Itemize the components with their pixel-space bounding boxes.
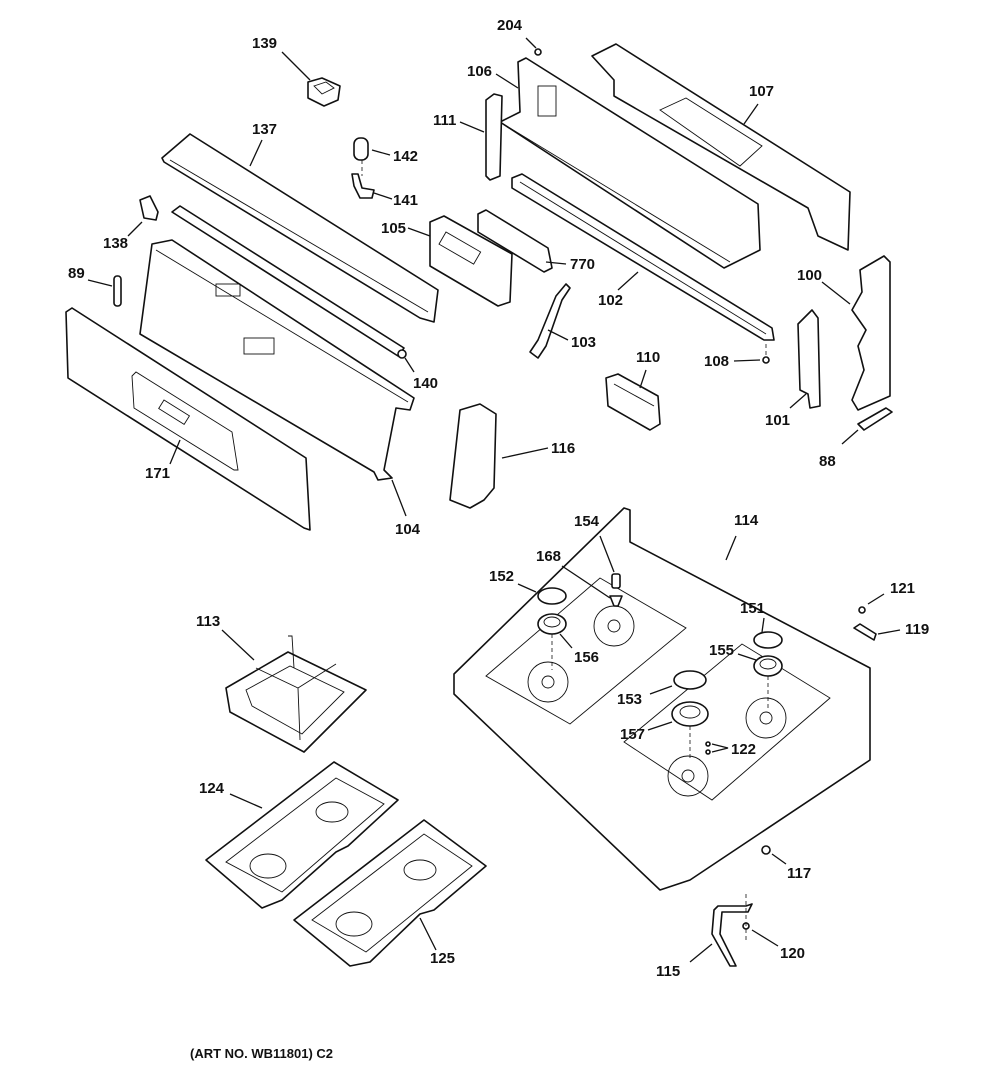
part-107-vent-cover[interactable] [591, 43, 851, 251]
part-103-brace[interactable] [529, 283, 571, 359]
part-171-control-panel-glass[interactable] [65, 307, 311, 531]
part-125-drip-pan-right[interactable] [293, 819, 487, 967]
label-89: 89 [68, 265, 85, 282]
label-141: 141 [393, 192, 418, 209]
label-101: 101 [765, 412, 790, 429]
label-142: 142 [393, 148, 418, 165]
part-110-spark-module[interactable] [605, 369, 661, 431]
label-116: 116 [551, 440, 575, 457]
part-108-screw[interactable] [733, 344, 770, 364]
part-113-grate[interactable] [221, 629, 367, 753]
part-101-right-bracket[interactable] [789, 309, 821, 409]
part-142-knob-cap[interactable] [353, 137, 391, 161]
label-124: 124 [199, 780, 225, 797]
part-152-burner-cap[interactable] [517, 583, 567, 605]
label-102: 102 [598, 292, 623, 309]
label-115: 115 [656, 963, 680, 980]
label-121: 121 [890, 580, 915, 597]
part-138-end-bracket[interactable] [127, 195, 159, 237]
label-138: 138 [103, 235, 128, 252]
label-156: 156 [574, 649, 599, 666]
label-107: 107 [749, 83, 774, 100]
label-155: 155 [709, 642, 734, 659]
label-137: 137 [252, 121, 277, 138]
label-120: 120 [780, 945, 805, 962]
part-102-support-rail[interactable] [511, 173, 775, 341]
part-104-backsplash-housing[interactable] [139, 239, 415, 517]
part-155-burner-head[interactable] [737, 653, 783, 708]
part-204-screw[interactable] [525, 37, 542, 56]
label-108: 108 [704, 353, 729, 370]
part-88-end-cap-right[interactable] [841, 407, 893, 445]
label-204: 204 [497, 17, 523, 34]
label-117: 117 [787, 865, 811, 882]
part-770-control-overlay[interactable] [477, 209, 567, 273]
part-106-backsplash-rear[interactable] [495, 57, 761, 269]
label-770: 770 [570, 256, 595, 273]
part-114-cooktop[interactable] [453, 507, 871, 891]
part-157-burner-head-large[interactable] [647, 701, 709, 758]
part-115-anti-tip-rod[interactable] [689, 903, 753, 967]
label-152: 152 [489, 568, 514, 585]
part-137-trim-rail[interactable] [161, 133, 439, 323]
part-154-orifice[interactable] [599, 535, 621, 589]
label-100: 100 [797, 267, 822, 284]
label-168: 168 [536, 548, 561, 565]
label-139: 139 [252, 35, 277, 52]
part-105-electronic-control[interactable] [407, 215, 513, 307]
label-111: 111 [433, 112, 456, 129]
part-119-bracket[interactable] [853, 623, 901, 641]
label-88: 88 [819, 453, 836, 470]
label-114: 114 [734, 512, 759, 529]
part-151-burner-cap[interactable] [753, 617, 783, 649]
part-89-end-cap-left[interactable] [87, 275, 122, 307]
part-121-screw[interactable] [858, 593, 885, 614]
label-122: 122 [731, 741, 756, 758]
part-141-clip[interactable] [351, 160, 393, 200]
part-117-nut[interactable] [761, 845, 787, 865]
label-110: 110 [636, 349, 660, 366]
part-100-end-panel[interactable] [821, 255, 891, 411]
part-156-burner-head[interactable] [537, 613, 573, 670]
part-140-rod[interactable] [171, 205, 415, 373]
part-labels: 139 137 142 141 138 89 105 770 140 171 1… [68, 17, 929, 980]
label-140: 140 [413, 375, 438, 392]
part-168-clip[interactable] [561, 565, 623, 607]
label-106: 106 [467, 63, 492, 80]
label-153: 153 [617, 691, 642, 708]
part-111-left-bracket[interactable] [459, 93, 503, 181]
part-116-end-cap-side[interactable] [449, 403, 549, 509]
label-171: 171 [145, 465, 170, 482]
art-number-caption: (ART NO. WB11801) C2 [190, 1046, 334, 1061]
label-103: 103 [571, 334, 596, 351]
label-113: 113 [196, 613, 220, 630]
label-119: 119 [905, 621, 929, 638]
part-153-burner-cap-large[interactable] [649, 670, 707, 695]
part-122-screws[interactable] [705, 741, 729, 755]
label-154: 154 [574, 513, 600, 530]
part-139-switch[interactable] [281, 51, 341, 107]
label-125: 125 [430, 950, 455, 967]
label-157: 157 [620, 726, 645, 743]
label-105: 105 [381, 220, 406, 237]
label-151: 151 [740, 600, 765, 617]
part-120-nut[interactable] [742, 894, 779, 947]
part-124-drip-pan-left[interactable] [205, 761, 399, 909]
label-104: 104 [395, 521, 421, 538]
